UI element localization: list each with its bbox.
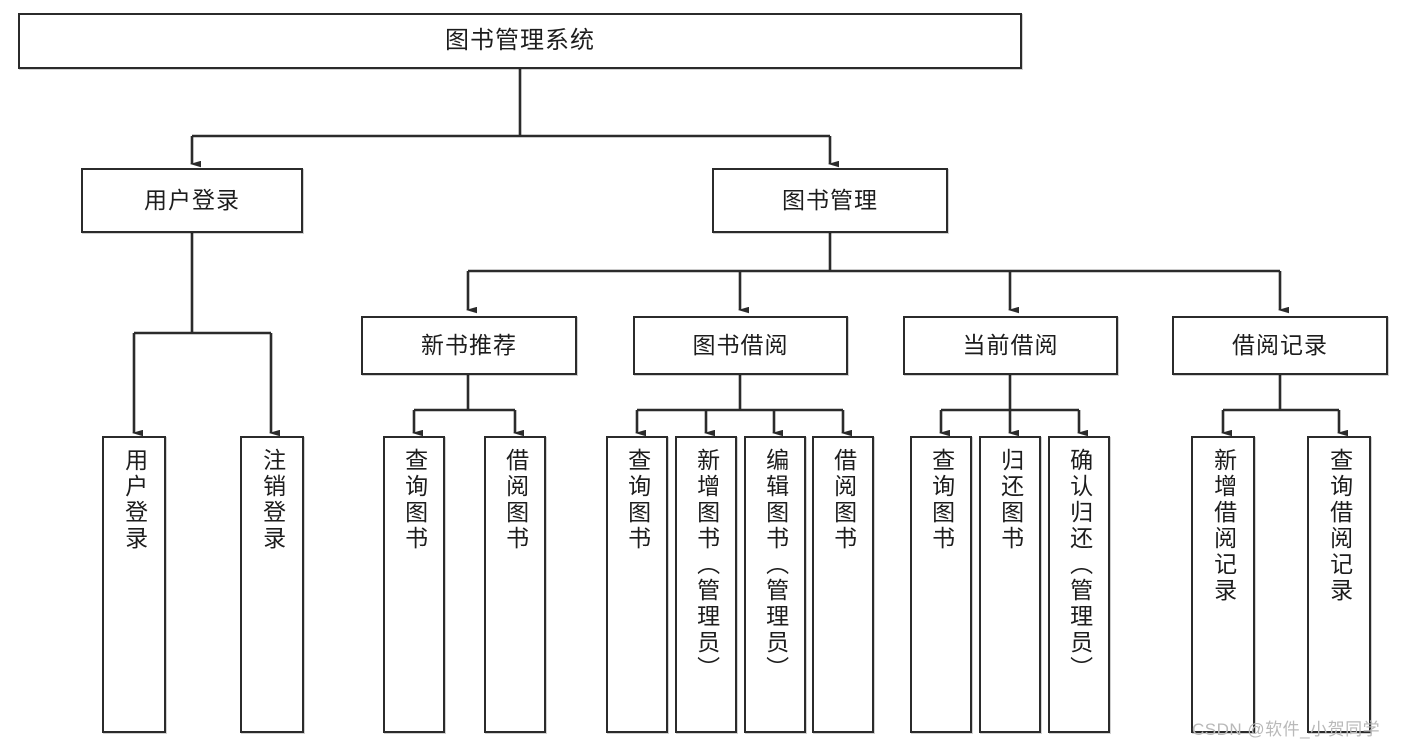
node-label: 图书借阅 [692, 332, 789, 359]
leaf-add-record[interactable]: 新增借阅记录 [1191, 436, 1255, 733]
node-label: 确认归还（管理员） [1066, 448, 1093, 682]
node-label: 借阅图书 [502, 448, 529, 552]
node-new-book-recommend[interactable]: 新书推荐 [361, 316, 577, 375]
node-label: 编辑图书（管理员） [762, 448, 789, 682]
leaf-edit-book[interactable]: 编辑图书（管理员） [744, 436, 806, 733]
node-label: 查询图书 [928, 448, 955, 552]
leaf-query-record[interactable]: 查询借阅记录 [1307, 436, 1371, 733]
node-label: 归还图书 [997, 448, 1024, 552]
leaf-query-book-2[interactable]: 查询图书 [606, 436, 668, 733]
node-label: 注销登录 [259, 448, 286, 552]
leaf-query-book-3[interactable]: 查询图书 [910, 436, 972, 733]
leaf-add-book[interactable]: 新增图书（管理员） [675, 436, 737, 733]
node-borrow-record[interactable]: 借阅记录 [1172, 316, 1388, 375]
node-label: 用户登录 [144, 187, 240, 214]
leaf-borrow-book-1[interactable]: 借阅图书 [484, 436, 546, 733]
node-label: 新书推荐 [421, 332, 517, 359]
leaf-borrow-book-2[interactable]: 借阅图书 [812, 436, 874, 733]
node-root-book-management-system[interactable]: 图书管理系统 [18, 13, 1022, 69]
node-label: 查询借阅记录 [1326, 448, 1353, 604]
leaf-confirm-return[interactable]: 确认归还（管理员） [1048, 436, 1110, 733]
leaf-logout-login[interactable]: 注销登录 [240, 436, 304, 733]
leaf-query-book-1[interactable]: 查询图书 [383, 436, 445, 733]
node-current-borrow[interactable]: 当前借阅 [903, 316, 1118, 375]
node-label: 当前借阅 [962, 332, 1059, 359]
node-label: 图书管理 [782, 187, 878, 214]
leaf-return-book[interactable]: 归还图书 [979, 436, 1041, 733]
node-book-borrow[interactable]: 图书借阅 [633, 316, 848, 375]
node-book-management[interactable]: 图书管理 [712, 168, 948, 233]
node-user-login[interactable]: 用户登录 [81, 168, 303, 233]
node-label: 新增图书（管理员） [693, 448, 720, 682]
node-label: 查询图书 [401, 448, 428, 552]
node-label: 借阅记录 [1232, 332, 1328, 359]
node-label: 借阅图书 [830, 448, 857, 552]
csdn-watermark: CSDN @软件_小贺同学 [1192, 720, 1381, 739]
node-label: 用户登录 [121, 448, 148, 552]
node-label: 查询图书 [624, 448, 651, 552]
node-label: 新增借阅记录 [1210, 448, 1237, 604]
leaf-user-login[interactable]: 用户登录 [102, 436, 166, 733]
node-label: 图书管理系统 [445, 27, 595, 55]
